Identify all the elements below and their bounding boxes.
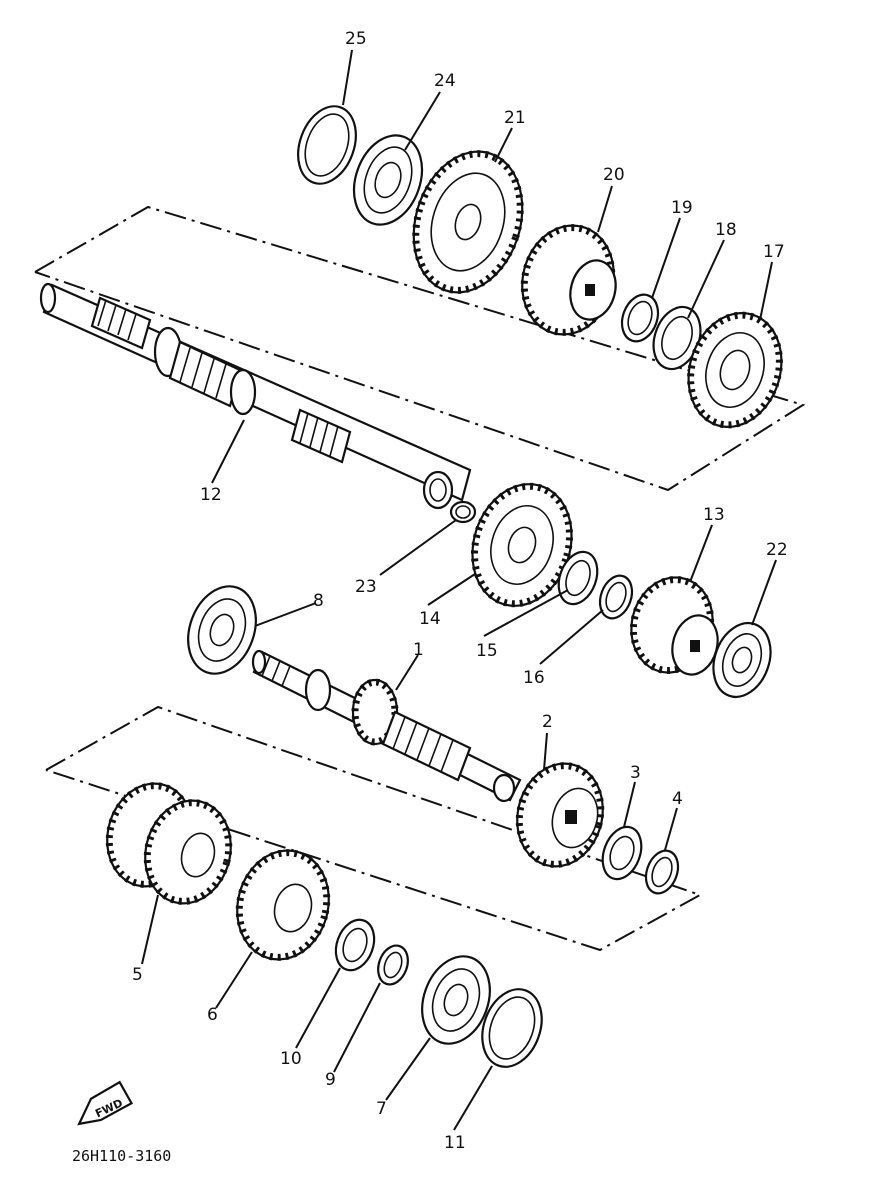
label-9: 9 (325, 1070, 336, 1090)
label-5: 5 (132, 965, 143, 985)
label-24: 24 (434, 71, 456, 91)
label-6: 6 (207, 1005, 218, 1025)
circlip-19 (620, 293, 660, 343)
label-4: 4 (672, 789, 683, 809)
label-14: 14 (419, 609, 441, 629)
label-20: 20 (603, 165, 625, 185)
gear-20 (520, 224, 617, 336)
label-17: 17 (763, 242, 785, 262)
circlip-16 (598, 574, 634, 620)
circlip-9 (377, 944, 409, 986)
label-21: 21 (504, 108, 526, 128)
gear-13 (629, 575, 719, 676)
label-16: 16 (523, 668, 545, 688)
label-8: 8 (313, 591, 324, 611)
gear-21 (412, 150, 524, 294)
label-15: 15 (476, 641, 498, 661)
washer-3 (601, 825, 643, 881)
label-25: 25 (345, 29, 367, 49)
washer-10 (334, 918, 376, 972)
drawing-code: 26H110-3160 (72, 1147, 171, 1165)
upper-group-outline (34, 205, 806, 492)
gear-14 (470, 482, 574, 608)
gear-17 (687, 311, 783, 429)
washer-15 (557, 550, 599, 606)
circlip-25 (297, 105, 357, 185)
label-23: 23 (355, 577, 377, 597)
lower-group-outline (45, 705, 703, 952)
label-12: 12 (200, 485, 222, 505)
label-7: 7 (376, 1099, 387, 1119)
gear-5 (105, 782, 233, 905)
gear-6 (235, 849, 331, 961)
gear-2 (515, 762, 605, 868)
bearing-8 (187, 585, 257, 675)
label-19: 19 (671, 198, 693, 218)
label-11: 11 (444, 1133, 466, 1153)
bearing-22 (712, 622, 772, 698)
label-10: 10 (280, 1049, 302, 1069)
label-2: 2 (542, 712, 553, 732)
bearing-24 (352, 134, 424, 226)
label-22: 22 (766, 540, 788, 560)
leader-lines (141, 49, 777, 1131)
main-shaft-1 (251, 649, 522, 803)
label-18: 18 (715, 220, 737, 240)
main-axle-12 (39, 282, 472, 510)
circlip-4 (644, 849, 680, 895)
circlip-11 (481, 988, 543, 1068)
label-1: 1 (413, 640, 424, 660)
collar-23 (449, 500, 477, 524)
label-3: 3 (630, 763, 641, 783)
bearing-7 (421, 955, 491, 1045)
fwd-arrow-icon: FWD (77, 1080, 134, 1126)
part-labels: 25 24 21 20 19 18 17 12 23 14 15 16 13 2… (132, 29, 788, 1153)
label-13: 13 (703, 505, 725, 525)
